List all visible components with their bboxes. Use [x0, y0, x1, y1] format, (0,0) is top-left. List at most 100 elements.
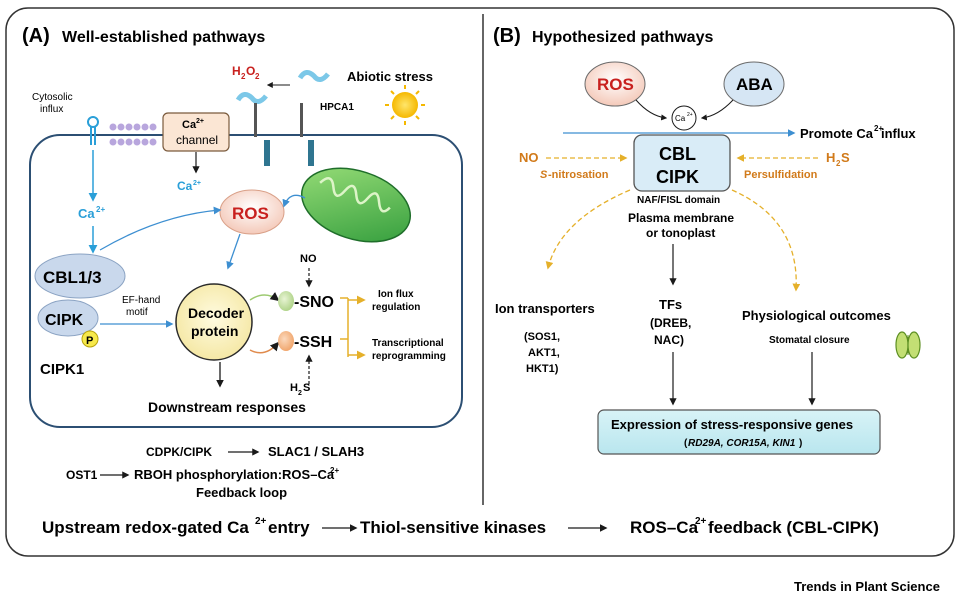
h2s-a-sub: 2 — [298, 390, 302, 397]
no-label-a: NO — [300, 253, 317, 265]
cbl-node — [34, 253, 126, 299]
ssh-bead-icon — [278, 331, 294, 351]
hkt1-label: HKT1) — [526, 363, 559, 375]
snitro-rest: -nitrosation — [548, 169, 609, 181]
cbl-cipk-box — [633, 134, 731, 192]
h2o2-o: O — [246, 64, 255, 78]
genes-open: ( — [684, 438, 688, 449]
ost1-label: OST1 — [66, 468, 98, 482]
influx-channel-icon — [87, 116, 99, 145]
genes-label: RD29A, COR15A, KIN1 — [688, 438, 796, 449]
efhand-label-2: motif — [126, 307, 148, 318]
feedback-label: Feedback loop — [196, 485, 287, 500]
ionflux-label-1: Ion flux — [378, 289, 414, 300]
sun-icon — [385, 85, 425, 125]
to-physio-arrow — [731, 189, 801, 292]
h2o2-sub2: 2 — [255, 72, 260, 81]
ros-ca-arrow — [635, 99, 668, 121]
nac-label: NAC) — [654, 333, 684, 347]
hpca1-label: HPCA1 — [320, 102, 354, 113]
ca-channel-box — [162, 112, 230, 152]
h2o2-sub1: 2 — [241, 72, 246, 81]
h2s-b-s: S — [841, 150, 850, 165]
cbl-b-label: CBL — [659, 144, 696, 164]
ca-ion-sup: 2+ — [687, 112, 693, 118]
decoder-sno-arrow — [249, 292, 280, 302]
physio-label: Physiological outcomes — [742, 308, 891, 323]
sos1-label: (SOS1, — [524, 331, 560, 343]
rboh-sup: 2+ — [330, 466, 339, 475]
cbl-label: CBL1/3 — [43, 268, 102, 287]
panel-a-title: Well-established pathways — [62, 29, 265, 46]
ca-label-2-sup: 2+ — [193, 180, 201, 187]
naf-label: NAF/FISL domain — [637, 195, 720, 206]
panel-b: (B) Hypothesized pathways ROS ABA Ca 2+ … — [493, 25, 921, 455]
aba-node — [723, 61, 785, 107]
promote-sup: 2+ — [874, 124, 883, 133]
ion-transporters-label: Ion transporters — [495, 301, 595, 316]
output-bracket — [340, 297, 349, 357]
trans-label-2: reprogramming — [372, 351, 446, 362]
panel-a-letter: (A) — [22, 25, 50, 47]
tfs-label: TFs — [659, 297, 682, 312]
h2s-a-s: S — [303, 382, 310, 394]
decoder-protein-node — [175, 283, 253, 361]
persulf-label: Persulfidation — [744, 169, 818, 181]
cipk-label: CIPK — [45, 312, 84, 329]
panel-a: (A) Well-established pathways Cytosolic … — [22, 25, 463, 500]
lipid-bilayer-icon — [109, 123, 157, 146]
stomatal-label: Stomatal closure — [769, 335, 850, 346]
ca-label-1: Ca — [78, 206, 95, 221]
summary-part3-end: feedback (CBL-CIPK) — [708, 518, 879, 537]
cdpk-label: CDPK/CIPK — [146, 445, 212, 459]
ca-label-1-sup: 2+ — [96, 205, 105, 214]
sno-label: -SNO — [294, 294, 334, 311]
rboh-label: RBOH phosphorylation:ROS–Ca — [134, 467, 335, 482]
influx-label: influx — [40, 104, 63, 115]
cbl-ros-arrow — [99, 206, 222, 251]
ca-channel-sup: 2+ — [196, 118, 204, 125]
summary-part3-sup: 2+ — [695, 516, 707, 527]
phospho-label: P — [86, 335, 93, 347]
expression-box — [597, 409, 881, 455]
expr-label: Expression of stress-responsive genes — [611, 417, 853, 432]
phospho-badge — [81, 330, 99, 348]
summary-line: Upstream redox-gated Ca 2+ entry Thiol-s… — [42, 516, 879, 537]
panel-b-title: Hypothesized pathways — [532, 29, 713, 46]
ca-ion-icon — [671, 105, 697, 131]
plasma-label-2: or tonoplast — [646, 226, 715, 240]
h2s-a-h: H — [290, 382, 298, 394]
summary-part2: Thiol-sensitive kinases — [360, 518, 546, 537]
summary-part1: Upstream redox-gated Ca — [42, 518, 249, 537]
ca-channel-ca: Ca — [182, 119, 197, 131]
slac-label: SLAC1 / SLAH3 — [268, 444, 364, 459]
summary-part3: ROS–Ca — [630, 518, 699, 537]
no-label-b: NO — [519, 150, 539, 165]
ros-decoder-arrow — [226, 233, 241, 270]
sno-bead-icon — [278, 291, 294, 311]
to-ion-transporters-arrow — [545, 189, 631, 270]
panel-b-letter: (B) — [493, 25, 521, 47]
ros-node-b — [584, 61, 646, 107]
downstream-label: Downstream responses — [148, 399, 306, 415]
efhand-label-1: EF-hand — [122, 295, 160, 306]
ca-label-2: Ca — [177, 179, 193, 193]
ros-label: ROS — [232, 204, 269, 223]
mitochondrion-icon — [300, 167, 412, 243]
summary-part1-sup: 2+ — [255, 516, 267, 527]
cipk-node — [37, 299, 99, 337]
cipk-b-label: CIPK — [656, 167, 699, 187]
ssh-label: -SSH — [294, 334, 332, 351]
promote-label: Promote Ca — [800, 126, 874, 141]
trans-label-1: Transcriptional — [372, 338, 444, 349]
ionflux-label-2: regulation — [372, 302, 420, 313]
cell-membrane — [29, 134, 463, 428]
hpca1-receptor-icon — [235, 70, 330, 166]
journal-label: Trends in Plant Science — [794, 579, 940, 594]
ca-ion-label: Ca — [675, 114, 686, 123]
plasma-label-1: Plasma membrane — [628, 211, 734, 225]
decoder-label-2: protein — [191, 323, 238, 339]
promote-end: influx — [881, 126, 916, 141]
akt1-label: AKT1, — [528, 347, 560, 359]
